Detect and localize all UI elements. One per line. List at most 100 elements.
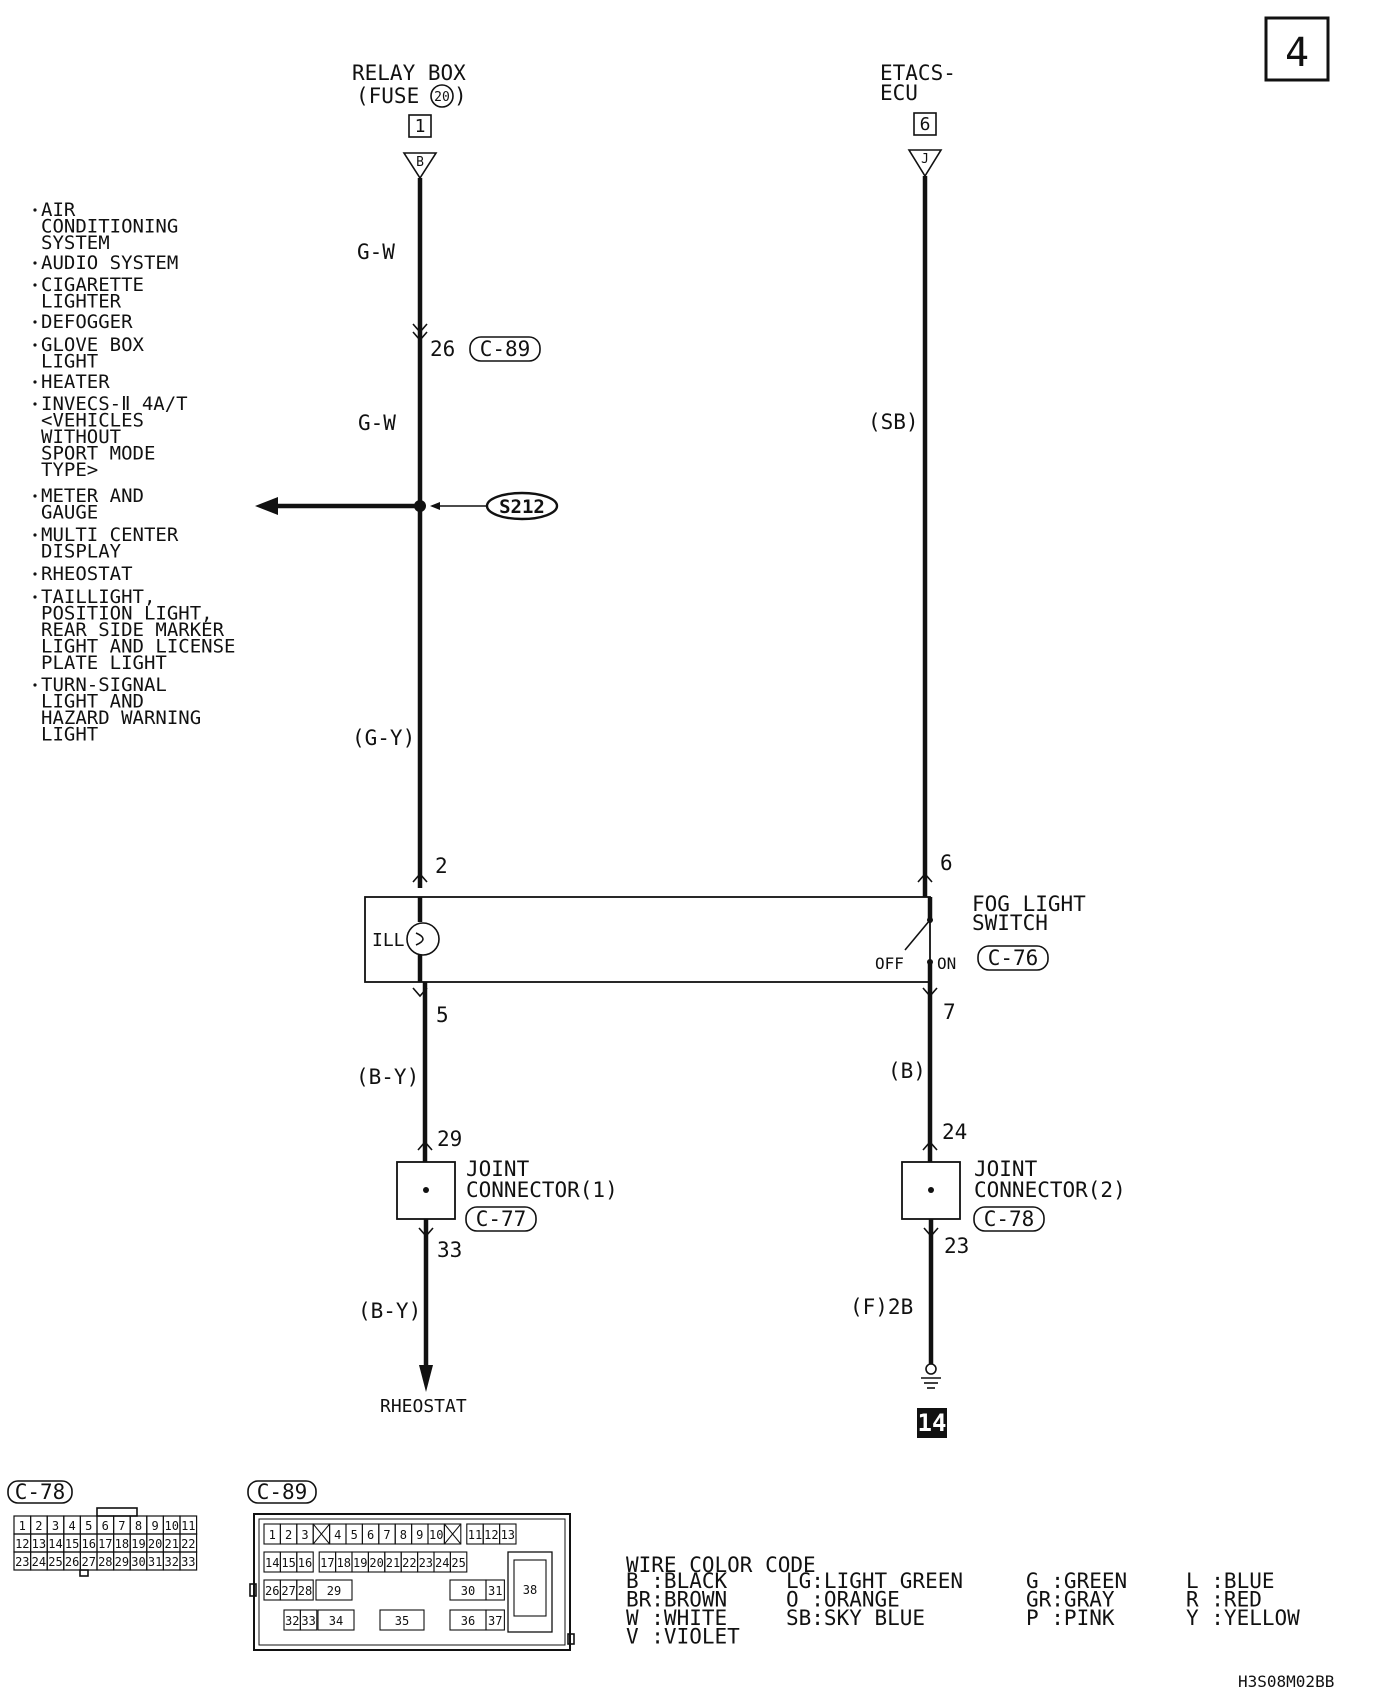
c89-pin-number: 37 [488,1614,502,1628]
branch-item-text: GLOVE BOX [41,334,145,356]
wire-color-code-entry: G :GREEN [1026,1569,1127,1593]
c89-face-label-oval [247,1480,317,1504]
c78-pin-number: 10 [164,1519,178,1533]
c89-pin-number: 32 [285,1614,299,1628]
c78-pin-number: 29 [115,1555,129,1569]
c89-housing [253,1513,571,1651]
joint-connector-2-dot [928,1187,934,1193]
right-wire-color-1: (SB) [868,410,919,434]
c89-cavity [317,1609,355,1631]
etacs-connector-triangle [907,149,943,178]
c89-cavity [315,1579,353,1601]
branch-item-text: HAZARD WARNING [41,707,201,729]
branch-item-text: POSITION LIGHT, [41,603,213,625]
c78-face-label: C-78 [15,1480,66,1504]
c78-pin-number: 2 [35,1519,42,1533]
relay-box-fuse-close: ) [454,84,467,108]
etacs-label-ecu: ECU [880,81,918,105]
c89-cavity [296,1551,314,1573]
wire-color-code-entry: V :VIOLET [626,1625,740,1649]
relay-box-connector-triangle [402,152,438,180]
rheostat-destination: RHEOSTAT [380,1396,467,1417]
c78-pin-number: 30 [131,1555,145,1569]
c89-pin-number: 35 [395,1614,409,1628]
c89-blank-mark [312,1523,330,1545]
wire-color-code-entry: LG:LIGHT GREEN [786,1569,963,1593]
left-wire-color-4: (B-Y) [356,1065,419,1089]
branch-bullet [33,683,37,687]
page-number-box [1264,16,1330,82]
branch-item-text: CIGARETTE [41,274,144,296]
branch-item-text: DEFOGGER [41,311,133,333]
branch-item-text: SPORT MODE [41,443,155,465]
fog-switch-label-2: SWITCH [972,911,1048,935]
fog-switch-box [364,896,931,983]
c89-pin-number: 31 [488,1584,502,1598]
jc1-in-pin: 29 [437,1127,462,1151]
c78-face-label-oval [7,1480,73,1504]
c78-pin-number: 31 [148,1555,162,1569]
wire-color-code-entry: R :RED [1186,1588,1262,1612]
wire-color-code-entry: O :ORANGE [786,1588,900,1612]
ground-terminal [925,1363,937,1375]
branch-item-text: LIGHTER [41,291,122,313]
ill-bulb-filament [415,932,424,946]
c78-pin-number: 23 [15,1555,29,1569]
c78-pin-number: 13 [32,1537,46,1551]
c89-pin-number: 12 [484,1528,498,1542]
c89-pin-number: 11 [468,1528,482,1542]
c78-pin-number: 18 [115,1537,129,1551]
fuse-number-circle [430,84,454,108]
c78-pin-number: 24 [32,1555,46,1569]
c89-pin-number: 15 [281,1556,295,1570]
c89-cavity [379,1609,425,1631]
c89-cavity [499,1523,517,1545]
c89-latch [249,1583,257,1597]
c78-pin-number: 8 [135,1519,142,1533]
c89-blank-mark [444,1523,462,1545]
c77-connector-label: C-77 [476,1207,527,1231]
c78-pin-number: 7 [118,1519,125,1533]
ill-bulb [406,922,440,956]
relay-box-connector-letter: B [416,155,424,170]
wire-color-code-entry: L :BLUE [1186,1569,1275,1593]
c78-pin-number: 6 [102,1519,109,1533]
branch-bullet [33,533,37,537]
c89-pin-number: 16 [298,1556,312,1570]
wire-color-code-entry: GR:GRAY [1026,1588,1115,1612]
right-wire-color-3: (F)2B [850,1295,913,1319]
switch-right-in-pin: 6 [940,851,953,875]
c78-pin-number: 12 [15,1537,29,1551]
c89-pin-number: 26 [265,1584,279,1598]
c89-cavity [443,1523,462,1545]
left-wire-color-2: G-W [358,411,396,435]
c89-pin-number: 2 [285,1528,292,1542]
c89-latch [567,1633,575,1645]
joint-connector-2-label: JOINT [974,1157,1038,1181]
c78-pin-number: 11 [181,1519,195,1533]
c78-pin-number: 5 [85,1519,92,1533]
switch-left-out-pin: 5 [436,1003,449,1027]
joint-connector-2-label-2: CONNECTOR(2) [974,1178,1126,1202]
c89-pin-number: 27 [281,1584,295,1598]
c78-pin-number: 1 [19,1519,26,1533]
branch-item-text: SYSTEM [41,232,110,254]
joint-connector-1-label: JOINT [466,1157,530,1181]
left-wire-color-3: (G-Y) [352,726,415,750]
branch-arrow [255,497,278,515]
branch-item-text: TURN-SIGNAL [41,674,167,696]
branch-item-text: DISPLAY [41,541,122,563]
c89-cavity [485,1579,505,1601]
c89-cavity [449,1551,468,1573]
jc1-out-pin: 33 [437,1238,462,1262]
c89-pin-number: 9 [416,1528,423,1542]
wire-color-code-entry: P :PINK [1026,1606,1115,1630]
relay-box-terminal: 1 [415,116,426,137]
branch-item-text: TYPE> [41,459,98,481]
c89-pin-number: 29 [327,1584,341,1598]
branch-bullet [33,595,37,599]
c78-connector-oval [973,1206,1045,1232]
